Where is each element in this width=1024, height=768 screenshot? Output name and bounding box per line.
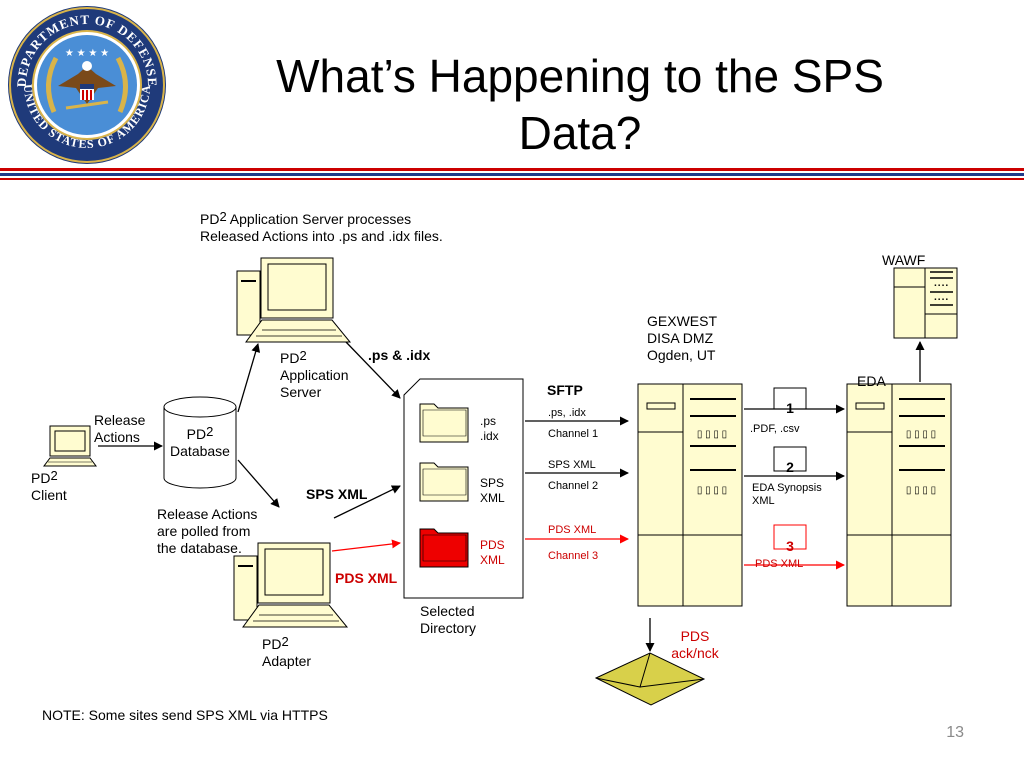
selected-directory-label: Selected Directory [420, 603, 477, 636]
folder-1-label: .ps .idx [480, 414, 499, 443]
wawf-label: WAWF [882, 252, 926, 268]
wawf-server-icon: ▪ ▪ ▪ ▪ ▪ ▪ ▪ ▪ [893, 267, 958, 339]
gexwest-label: GEXWEST DISA DMZ Ogden, UT [647, 313, 718, 363]
box-3-frame [773, 524, 807, 550]
svg-text:★ ★ ★ ★: ★ ★ ★ ★ [65, 48, 109, 59]
folder-ps-idx-icon [419, 403, 469, 443]
channel-2-top: SPS XML [548, 459, 596, 471]
sps-xml-label: SPS XML [306, 486, 368, 502]
svg-text:▯ ▯ ▯ ▯: ▯ ▯ ▯ ▯ [906, 429, 936, 440]
adapter-computer-icon [233, 542, 349, 628]
page-number: 13 [946, 724, 964, 741]
channel-1-bottom: Channel 1 [548, 428, 599, 440]
eda-label: EDA [857, 373, 886, 389]
slide-title: What’s Happening to the SPS Data? [210, 48, 950, 162]
folder-sps-xml-icon [419, 462, 469, 502]
arrow-adapter-to-dir-pds [331, 539, 401, 552]
pds-xml-label: PDS XML [335, 570, 398, 586]
title-line-2: Data? [518, 107, 642, 159]
app-server-note: PD2 Application Server processes Release… [200, 209, 443, 244]
divider-blue-line [0, 173, 1024, 176]
svg-text:▪ ▪ ▪ ▪: ▪ ▪ ▪ ▪ [934, 283, 948, 289]
title-line-1: What’s Happening to the SPS [276, 50, 884, 102]
adapter-label: PD2 Adapter [262, 634, 312, 669]
output-2-label: EDA Synopsis XML [752, 482, 822, 507]
database-label: PD2 Database [170, 424, 230, 459]
dod-seal: DEPARTMENT OF DEFENSE UNITED STATES OF A… [8, 6, 166, 164]
folder-3-label: PDS XML [480, 538, 505, 567]
channel-3-bottom: Channel 3 [548, 550, 599, 562]
arrow-adapter-to-dir-sps [333, 485, 401, 519]
pds-ack-label: PDS ack/nck [671, 628, 719, 661]
arrow-db-to-appserver [237, 343, 261, 413]
client-computer-icon [43, 425, 97, 467]
svg-text:▯ ▯ ▯ ▯: ▯ ▯ ▯ ▯ [697, 429, 727, 440]
divider-red-line-2 [0, 178, 1024, 180]
svg-text:▪ ▪ ▪ ▪: ▪ ▪ ▪ ▪ [934, 297, 948, 303]
svg-text:▯ ▯ ▯ ▯: ▯ ▯ ▯ ▯ [697, 485, 727, 496]
output-1-label: .PDF, .csv [750, 423, 800, 435]
folder-2-label: SPS XML [480, 476, 505, 505]
box-3-label: 3 [786, 538, 794, 554]
release-actions-label: Release Actions [94, 412, 146, 445]
svg-text:▯ ▯ ▯ ▯: ▯ ▯ ▯ ▯ [906, 485, 936, 496]
output-3-label: PDS XML [755, 558, 804, 570]
client-label: PD2 Client [31, 468, 67, 503]
box-2-label: 2 [786, 459, 794, 475]
divider-red-line [0, 168, 1024, 171]
box-1-label: 1 [786, 400, 794, 416]
box-2-frame [773, 446, 807, 472]
gexwest-server-rack-icon: ▯ ▯ ▯ ▯ ▯ ▯ ▯ ▯ [637, 383, 743, 607]
sftp-label: SFTP [547, 382, 583, 398]
app-server-computer-icon [236, 257, 352, 343]
ps-idx-label: .ps & .idx [368, 347, 431, 363]
folder-pds-xml-icon [419, 528, 469, 568]
polled-note: Release Actions are polled from the data… [157, 506, 258, 556]
pd2-app-server-label: PD2 Application Server [280, 348, 349, 400]
arrow-appserver-to-dir [345, 341, 401, 399]
channel-1-top: .ps, .idx [548, 407, 586, 419]
channel-3-top: PDS XML [548, 524, 597, 536]
envelope-icon [594, 652, 706, 706]
database-cylinder-icon [163, 396, 237, 489]
eda-server-rack-icon: ▯ ▯ ▯ ▯ ▯ ▯ ▯ ▯ [846, 383, 952, 607]
footnote: NOTE: Some sites send SPS XML via HTTPS [42, 707, 328, 723]
channel-2-bottom: Channel 2 [548, 480, 599, 492]
arrow-db-to-adapter [237, 459, 280, 508]
